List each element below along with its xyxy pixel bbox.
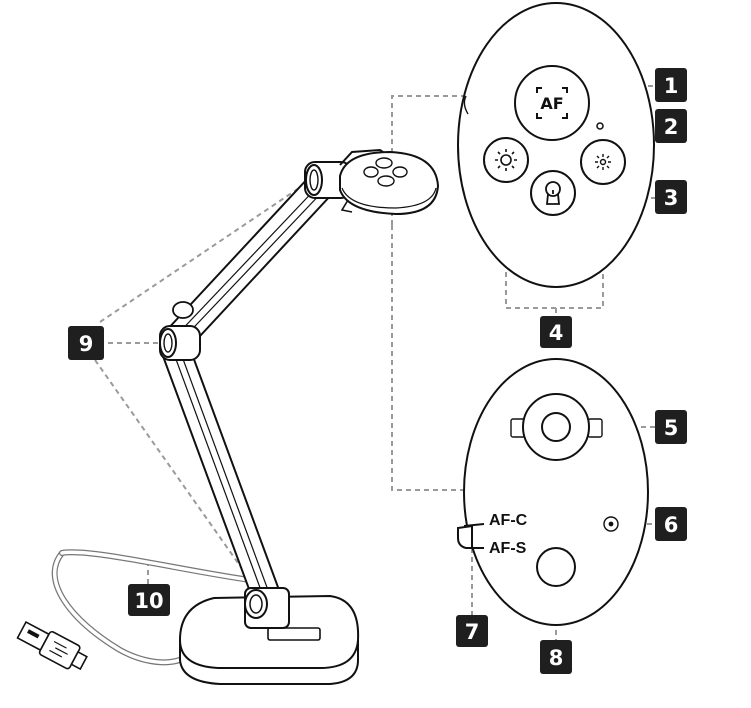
svg-text:9: 9	[79, 332, 94, 356]
svg-text:10: 10	[134, 589, 163, 613]
callout-badge-7: 7	[456, 615, 488, 647]
svg-text:2: 2	[664, 115, 679, 139]
brightness-up-button[interactable]	[484, 138, 528, 182]
callout-badge-1: 1	[655, 68, 687, 102]
callout-badge-10: 10	[128, 584, 170, 616]
svg-text:5: 5	[664, 416, 679, 440]
callout-badge-3: 3	[655, 180, 687, 214]
control-panel-top-view: AF	[458, 3, 654, 287]
snapshot-button[interactable]	[537, 548, 575, 586]
svg-text:4: 4	[549, 321, 564, 345]
leader-head-to-bottom-panel	[392, 225, 463, 490]
callout-badge-2: 2	[655, 109, 687, 143]
brightness-down-button[interactable]	[581, 140, 625, 184]
callout-badge-9: 9	[68, 326, 104, 360]
callout-badge-8: 8	[540, 640, 572, 674]
camera-head-bottom-view: AF-C AF-S	[458, 359, 648, 625]
top-panel-outline	[458, 3, 654, 287]
head-led-button	[378, 176, 394, 186]
svg-text:8: 8	[549, 646, 564, 670]
head-brightness-down	[393, 167, 407, 177]
callout-badge-6: 6	[655, 507, 687, 541]
led-button[interactable]	[531, 171, 575, 215]
camera-head	[305, 150, 438, 214]
svg-text:6: 6	[664, 513, 679, 537]
microphone-hole	[604, 517, 618, 531]
svg-text:3: 3	[664, 186, 679, 210]
usb-plug-icon	[16, 618, 90, 674]
callout-badge-4: 4	[540, 316, 572, 348]
base-label-slot	[268, 628, 320, 640]
head-af-button	[376, 158, 392, 168]
head-brightness-up	[364, 167, 378, 177]
svg-text:1: 1	[664, 74, 679, 98]
svg-text:7: 7	[465, 620, 480, 644]
af-button[interactable]: AF	[515, 66, 589, 140]
base-hinge	[245, 588, 289, 628]
status-indicator-light	[597, 123, 603, 129]
af-button-label: AF	[540, 94, 563, 113]
upper-arm	[165, 176, 332, 350]
af-s-label: AF-S	[489, 540, 527, 557]
callout-badge-5: 5	[655, 410, 687, 444]
af-c-label: AF-C	[489, 512, 528, 529]
